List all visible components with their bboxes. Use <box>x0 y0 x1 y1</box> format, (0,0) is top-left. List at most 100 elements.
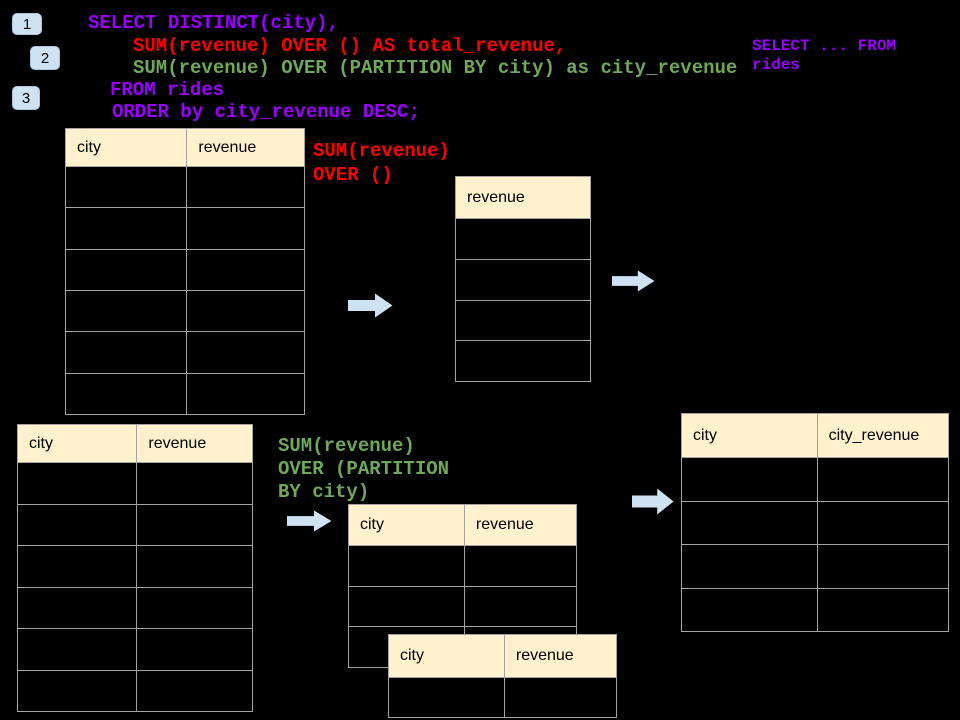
sql-code-line-from: FROM rides <box>110 79 225 101</box>
table-cell-empty <box>349 546 464 586</box>
table-cell-empty <box>816 588 948 631</box>
step-badge-3: 3 <box>12 86 40 110</box>
table-cell-empty <box>389 678 504 717</box>
table-cell-empty <box>682 545 817 588</box>
table-row <box>682 500 948 545</box>
table-cell-empty <box>136 629 252 670</box>
table-header-row: city city_revenue <box>682 414 948 458</box>
table-cell-empty <box>186 290 304 332</box>
sql-code-line-order-by: ORDER by city_revenue DESC; <box>112 101 420 123</box>
arrow-right-icon <box>632 488 674 515</box>
table-row <box>18 669 252 712</box>
table-result-right: city city_revenue <box>681 413 949 632</box>
table-body <box>66 167 304 414</box>
table-cell-empty <box>463 586 576 627</box>
table-header-row: city revenue <box>389 635 616 678</box>
table-cell-empty <box>136 670 252 711</box>
column-header-city-revenue: city_revenue <box>816 414 948 457</box>
side-note-select-from-rides: SELECT ... FROM rides <box>752 37 896 75</box>
table-row <box>456 219 590 259</box>
column-header-revenue: revenue <box>463 505 576 545</box>
table-cell-empty <box>503 678 616 717</box>
table-row <box>349 546 576 586</box>
sql-code-line-partition: SUM(revenue) OVER (PARTITION BY city) as… <box>133 57 738 79</box>
label-partition-line-3: BY city) <box>278 481 370 503</box>
label-total-line-1: SUM(revenue) <box>313 140 450 162</box>
table-cell-empty <box>456 219 590 259</box>
table-source-top: city revenue <box>65 128 305 415</box>
table-cell-empty <box>66 167 186 207</box>
column-header-city: city <box>29 434 53 452</box>
table-row <box>66 207 304 249</box>
column-header-city: city <box>400 647 424 664</box>
table-body <box>456 219 590 381</box>
table-cell-empty <box>456 341 590 381</box>
table-body <box>18 463 252 711</box>
table-row <box>389 678 616 717</box>
table-body <box>682 458 948 631</box>
table-cell-empty <box>136 504 252 545</box>
table-cell-empty <box>18 671 136 712</box>
table-cell-empty <box>66 208 186 248</box>
table-row <box>682 458 948 501</box>
label-partition-line-1: SUM(revenue) <box>278 435 415 457</box>
table-cell-empty <box>66 332 186 372</box>
table-header-row: city revenue <box>18 425 252 463</box>
table-row <box>18 545 252 587</box>
table-cell-empty <box>18 463 136 504</box>
table-header-row: city revenue <box>66 129 304 167</box>
table-row <box>456 258 590 300</box>
sql-code-line-total-revenue: SUM(revenue) OVER () AS total_revenue, <box>133 35 567 57</box>
table-row <box>18 628 252 670</box>
table-row <box>349 585 576 627</box>
column-header-city: city <box>77 138 101 156</box>
table-row <box>66 331 304 373</box>
table-cell-empty <box>136 463 252 504</box>
table-row <box>66 248 304 290</box>
table-row <box>18 586 252 628</box>
table-cell-empty <box>66 374 186 414</box>
table-row <box>456 299 590 341</box>
table-row <box>66 289 304 332</box>
arrow-right-icon <box>348 293 393 318</box>
table-cell-empty <box>186 249 304 290</box>
table-row <box>66 167 304 208</box>
table-cell-empty <box>18 505 136 546</box>
table-cell-empty <box>18 629 136 670</box>
step-badge-1: 1 <box>12 13 42 35</box>
table-cell-empty <box>186 373 304 414</box>
table-source-bottom: city revenue <box>17 424 253 712</box>
column-header-revenue: revenue <box>186 129 304 166</box>
table-row <box>682 587 948 631</box>
table-cell-empty <box>349 587 464 627</box>
column-header-city: city <box>360 516 384 533</box>
column-header-city: city <box>693 426 717 444</box>
table-cell-empty <box>816 501 948 544</box>
step-badge-2: 2 <box>30 46 60 70</box>
table-cell-empty <box>18 546 136 587</box>
table-cell-empty <box>816 458 948 501</box>
side-note-line-1: SELECT ... FROM <box>752 37 897 55</box>
table-cell-empty <box>682 502 817 545</box>
table-partition-front: city revenue <box>388 634 617 718</box>
table-cell-empty <box>186 167 304 208</box>
table-row <box>18 503 252 546</box>
table-revenue-only: revenue <box>455 176 591 382</box>
table-cell-empty <box>463 546 576 586</box>
table-cell-empty <box>136 587 252 628</box>
column-header-revenue: revenue <box>467 188 525 206</box>
arrow-right-icon <box>287 510 332 532</box>
side-note-line-2: rides <box>752 56 801 74</box>
label-partition-line-2: OVER (PARTITION <box>278 458 450 480</box>
sql-code-line-select: SELECT DISTINCT(city), <box>88 12 339 34</box>
table-row <box>456 340 590 381</box>
table-cell-empty <box>136 546 252 587</box>
label-sum-over-partition: SUM(revenue) OVER (PARTITION BY city) <box>278 435 449 504</box>
table-partition-mid: city revenue <box>348 504 577 668</box>
table-cell-empty <box>682 458 817 501</box>
table-row <box>682 544 948 588</box>
table-cell-empty <box>456 260 590 300</box>
table-row <box>18 463 252 504</box>
table-row <box>66 372 304 414</box>
